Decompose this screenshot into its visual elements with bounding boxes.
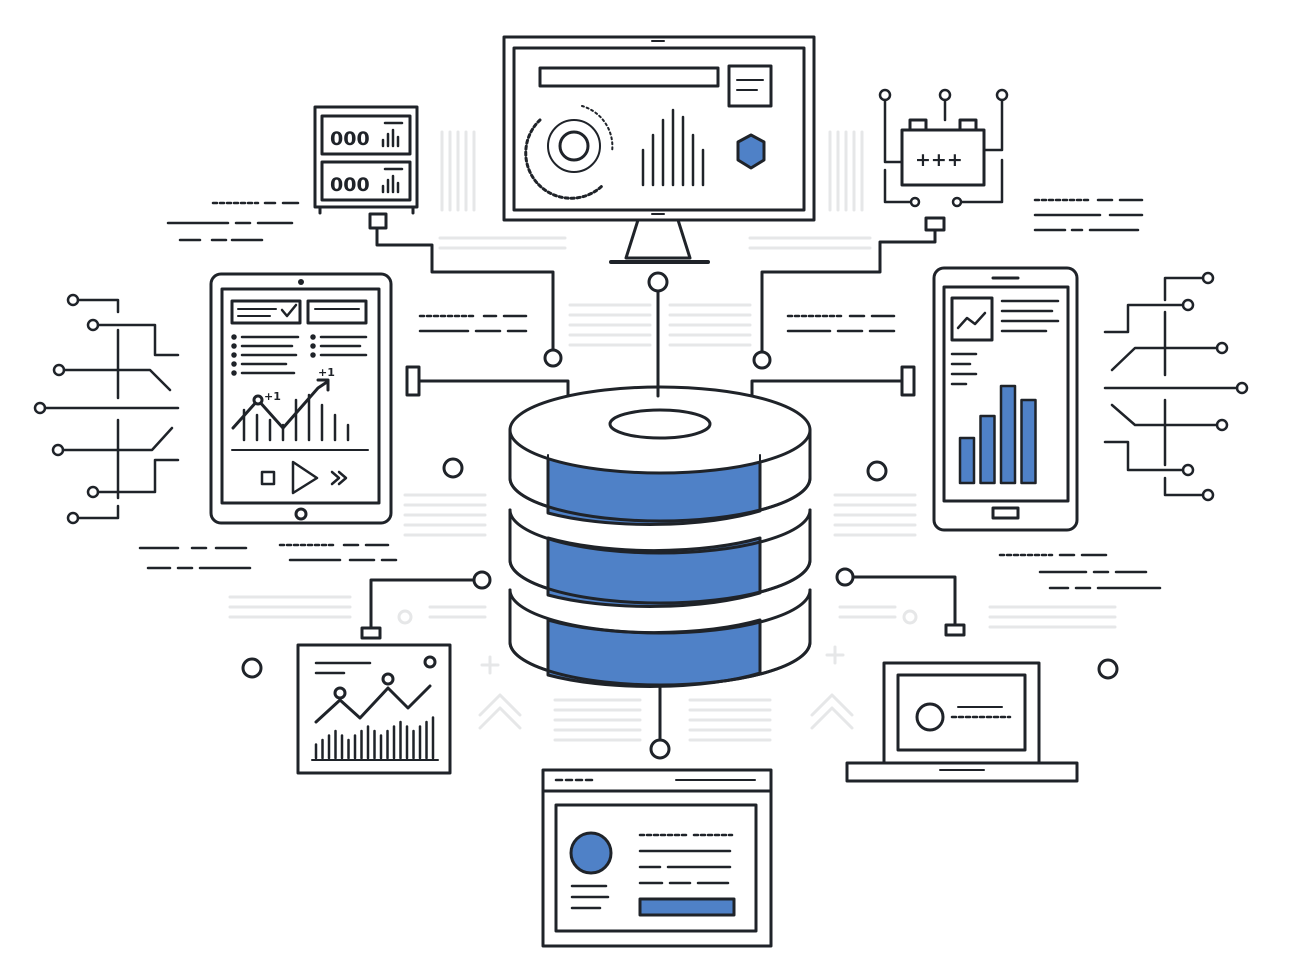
browser-action-bar — [638, 897, 736, 917]
dash-group-lower-right — [998, 553, 1162, 590]
tablet-icon: +1 +1 — [209, 272, 393, 525]
browser-icon — [541, 768, 773, 948]
bg-rows-center-left — [568, 303, 652, 347]
tablet-screen — [220, 287, 381, 505]
panel-trend-line — [314, 684, 432, 724]
bg-dashes-top-right — [828, 130, 864, 212]
stop-icon — [260, 470, 276, 486]
phone-bar-2 — [999, 384, 1017, 485]
database-icon — [508, 378, 812, 689]
server-readout-top: 000 — [330, 128, 370, 150]
hexagon-icon — [736, 133, 766, 170]
battery-body — [900, 128, 986, 187]
bg-rows-lower-left — [228, 595, 487, 619]
laptop-base — [845, 761, 1079, 783]
monitor-stand — [624, 218, 692, 260]
bg-rows-bottom — [553, 698, 772, 742]
tablet-toggle-field — [306, 299, 368, 325]
background-decoration — [228, 130, 1117, 742]
phone-trend-icon — [950, 296, 994, 342]
battery-plug — [924, 216, 946, 232]
bg-circle-right — [902, 609, 918, 625]
server-readout-bottom: 000 — [330, 174, 370, 196]
tablet-plus-small: +1 — [264, 390, 281, 403]
battery-label: +++ — [915, 149, 963, 171]
tablet-checkbox-field — [230, 299, 302, 325]
server-plug — [368, 212, 388, 230]
monitor-title-bar — [538, 66, 720, 88]
tablet-trend-line — [231, 380, 329, 430]
db-top-hole — [608, 408, 712, 440]
bg-rows-center-right — [668, 303, 752, 347]
connector-plug-right — [900, 365, 916, 397]
connector-server-db — [375, 228, 555, 352]
circuit-left — [33, 293, 180, 525]
laptop-lid — [882, 661, 1041, 765]
bg-rows-lower-right — [838, 605, 1117, 629]
bg-dashes-top-left — [440, 130, 476, 212]
bg-chevrons — [478, 693, 854, 730]
bg-rows-left-mid — [403, 493, 487, 537]
bg-rows-top — [438, 236, 872, 250]
monitor-doc-icon — [727, 64, 773, 108]
dash-group-top-right — [1033, 198, 1144, 232]
floating-node-far-left — [241, 657, 263, 679]
connector-node-server — [543, 348, 563, 368]
tablet-plus-large: +1 — [318, 366, 335, 379]
connector-node-bottom — [649, 738, 671, 760]
dash-group-mid-left — [418, 314, 528, 333]
dash-group-lower-left — [138, 543, 398, 570]
circuit-right — [1103, 271, 1249, 502]
laptop-avatar-icon — [915, 702, 945, 732]
bg-circle-left — [397, 609, 413, 625]
chart-icon — [296, 643, 452, 775]
bg-plus-signs — [480, 645, 845, 675]
laptop-screen — [896, 673, 1027, 752]
phone-screen — [942, 285, 1070, 503]
bg-rows-right-mid — [833, 493, 917, 537]
server-icon: 000 000 — [313, 105, 419, 230]
tablet-text-lines — [231, 334, 368, 376]
monitor-bar-chart — [641, 108, 705, 187]
monitor-screen — [512, 46, 806, 212]
floating-node-left — [442, 457, 464, 479]
phone-bar-3 — [1020, 398, 1037, 485]
dash-group-mid-right — [786, 314, 896, 333]
connector-node-top — [647, 271, 669, 293]
monitor-gauge-icon — [524, 105, 614, 200]
dash-group-top-left — [166, 201, 300, 242]
server-unit-top — [320, 114, 412, 156]
floating-node-right — [866, 460, 888, 482]
phone-bar-0 — [958, 436, 976, 485]
connector-node-battery — [752, 350, 772, 370]
panel-bar-chart — [314, 716, 435, 760]
connector-laptop-db — [851, 575, 957, 627]
browser-avatar-icon — [569, 831, 613, 875]
dash-lines — [138, 198, 1162, 590]
connector-chart-db — [369, 578, 476, 630]
checkmark-icon — [280, 303, 298, 318]
connector-battery-db — [760, 226, 937, 354]
browser-content — [554, 803, 758, 933]
play-icon — [291, 460, 319, 495]
battery-icon: +++ — [878, 88, 1009, 232]
monitor-icon — [502, 35, 816, 264]
floating-node-far-right — [1097, 658, 1119, 680]
db-layer-bottom-rim — [508, 588, 812, 635]
smartphone-icon — [932, 266, 1079, 532]
laptop-icon — [845, 661, 1079, 783]
connector-plug-left — [405, 365, 421, 397]
fast-forward-icon — [330, 470, 341, 486]
phone-bar-1 — [979, 414, 996, 485]
phone-bar-chart — [958, 384, 1037, 485]
server-unit-bottom — [320, 160, 412, 202]
